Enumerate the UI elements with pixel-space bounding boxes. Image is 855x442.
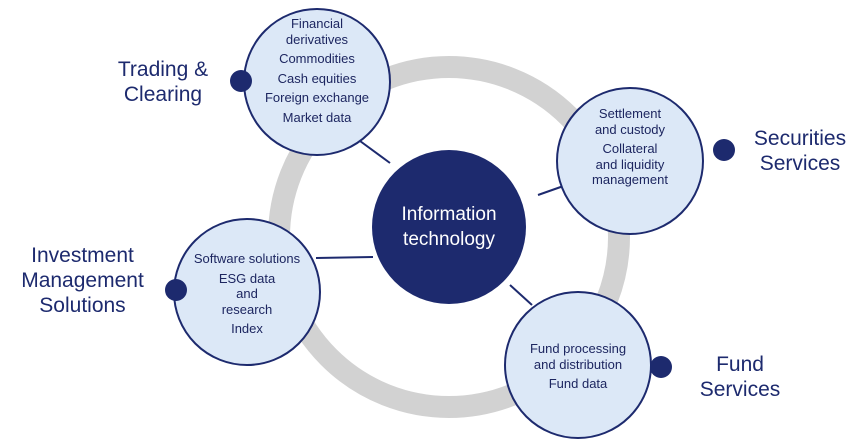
list-item: Commodities xyxy=(279,51,355,67)
segment-title-securities-services: Securities Services xyxy=(745,126,855,176)
securities-services-items: Settlement and custody Collateral and li… xyxy=(590,106,670,192)
dot-securities-services xyxy=(713,139,735,161)
dot-fund-services xyxy=(650,356,672,378)
list-item: Fund processing and distribution xyxy=(529,341,627,372)
list-item: Cash equities xyxy=(277,70,357,86)
center-circle xyxy=(372,150,526,304)
list-item: Collateral and liquidity management xyxy=(592,141,668,188)
segment-title-line: Services xyxy=(699,378,781,402)
segment-title-line: Solutions xyxy=(39,294,126,318)
bubble-securities-services xyxy=(556,87,704,235)
segment-title-line: Management xyxy=(21,269,144,293)
segment-title-line: Securities xyxy=(753,127,847,150)
list-item: Financial derivatives xyxy=(285,16,349,47)
connector-fund-services xyxy=(509,284,533,306)
segment-title-line: Fund xyxy=(716,353,764,376)
dot-investment-management xyxy=(165,279,187,301)
list-item: Index xyxy=(231,321,263,337)
segment-title-line: Services xyxy=(759,152,841,176)
segment-title-line: Investment xyxy=(31,244,134,267)
list-item: ESG data and research xyxy=(218,270,276,317)
segment-title-fund-services: Fund Services xyxy=(680,352,800,402)
list-item: Market data xyxy=(282,109,352,125)
trading-clearing-items: Financial derivatives Commodities Cash e… xyxy=(262,16,372,130)
segment-title-line: Trading & xyxy=(117,58,209,81)
dot-trading-clearing xyxy=(230,70,252,92)
segment-title-investment-management: Investment Management Solutions xyxy=(5,243,160,319)
list-item: Fund data xyxy=(548,376,608,392)
center-label-line: Information xyxy=(401,204,497,225)
segment-title-trading-clearing: Trading & Clearing xyxy=(98,57,228,107)
list-item: Settlement and custody xyxy=(594,106,666,137)
connector-investment-management xyxy=(315,256,374,259)
segment-title-line: Clearing xyxy=(123,83,203,107)
connector-trading-clearing xyxy=(359,140,391,164)
list-item: Software solutions xyxy=(193,251,301,266)
center-label-line: technology xyxy=(403,228,495,250)
fund-services-items: Fund processing and distribution Fund da… xyxy=(528,341,628,396)
center-label: Information technology xyxy=(379,203,519,252)
investment-management-items: Software solutions ESG data and research… xyxy=(192,251,302,341)
list-item: Foreign exchange xyxy=(264,90,370,106)
